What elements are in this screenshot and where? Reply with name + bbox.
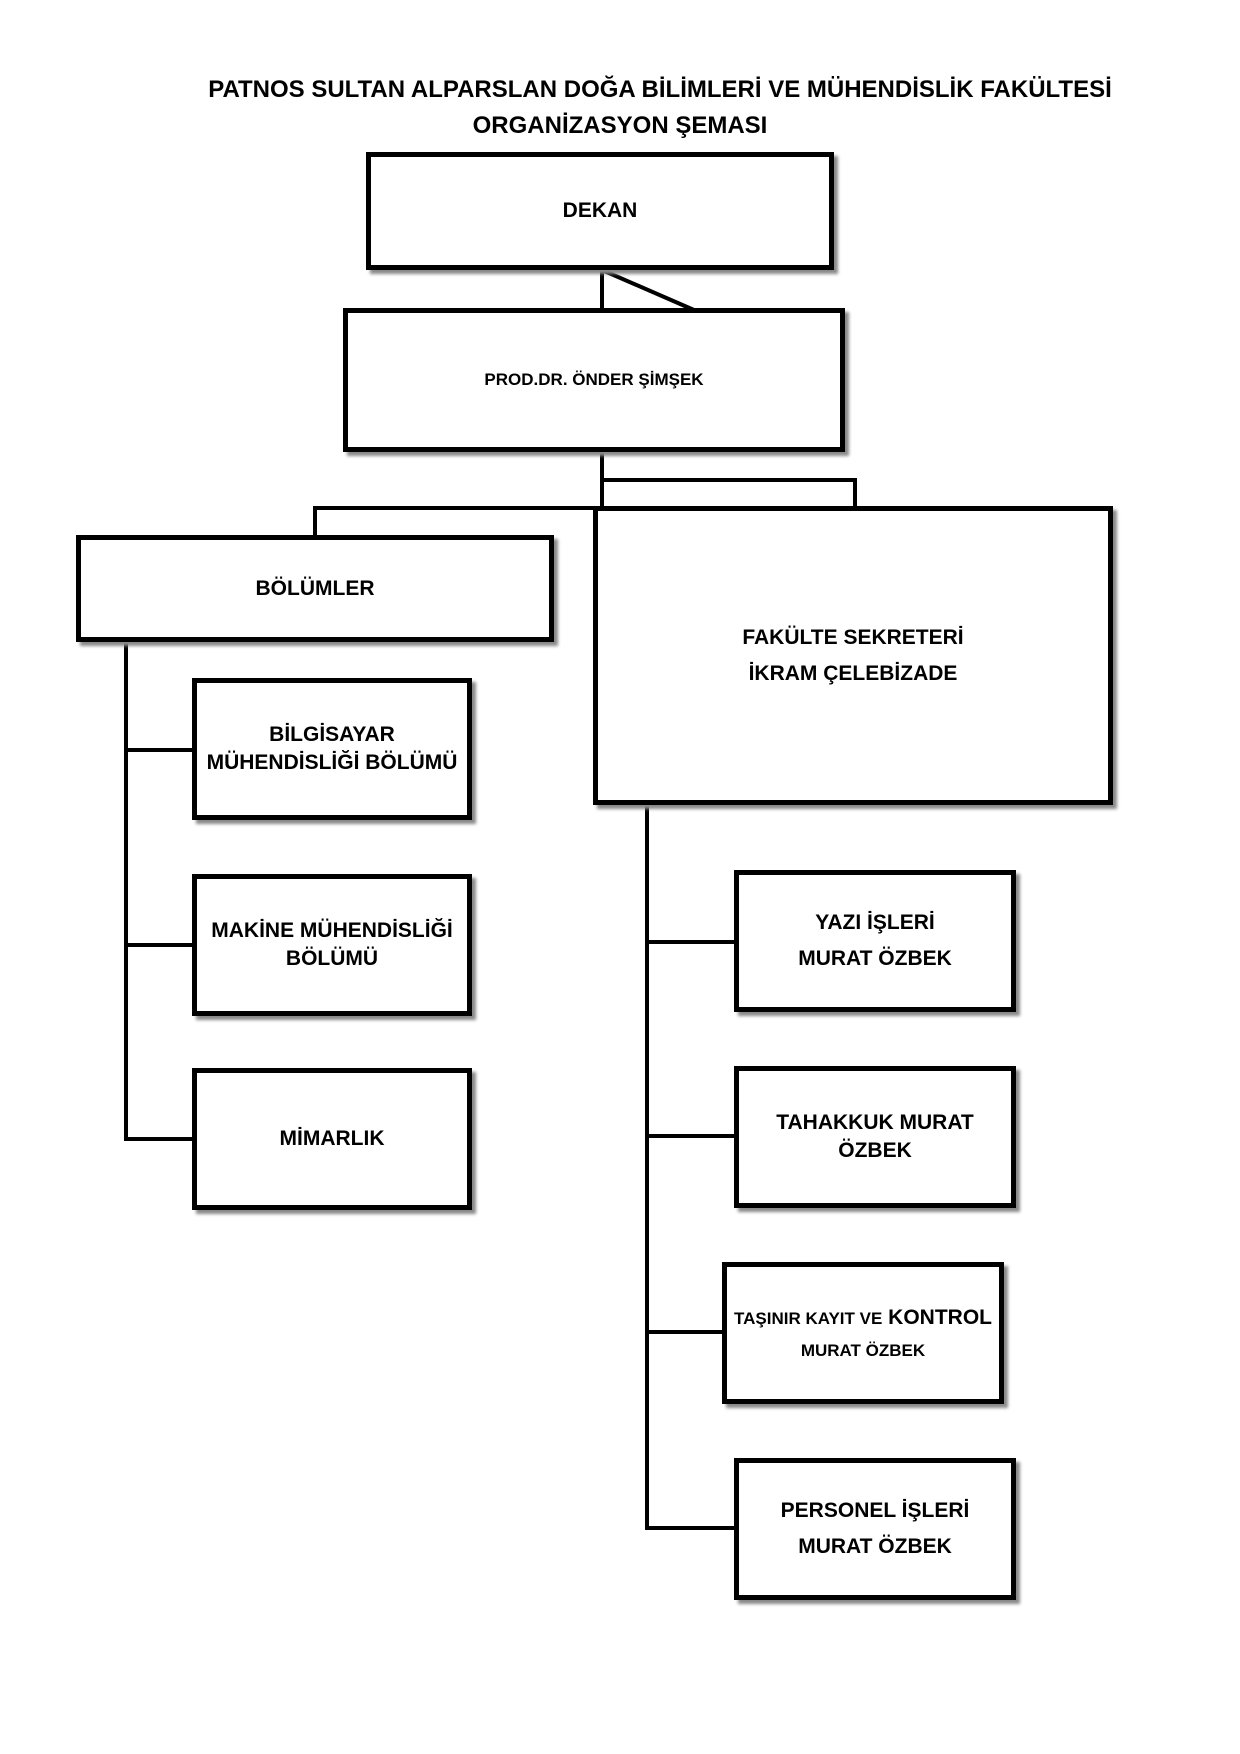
node-tasinir: TAŞINIR KAYIT VE KONTROL MURAT ÖZBEK bbox=[722, 1262, 1004, 1404]
connector-to-yazi bbox=[645, 940, 735, 944]
node-personel-line2: MURAT ÖZBEK bbox=[798, 1535, 952, 1558]
chart-title-line1: PATNOS SULTAN ALPARSLAN DOĞA BİLİMLERİ V… bbox=[208, 76, 1112, 103]
connector-to-bilgisayar bbox=[124, 748, 194, 752]
node-mimarlik-label: MİMARLIK bbox=[279, 1127, 385, 1150]
node-bolumler: BÖLÜMLER bbox=[76, 535, 554, 642]
node-makine: MAKİNE MÜHENDİSLİĞİ BÖLÜMÜ bbox=[192, 874, 472, 1016]
node-tahakkuk-line1: TAHAKKUK MURAT bbox=[776, 1111, 974, 1134]
connector-top-right bbox=[600, 478, 857, 482]
node-tasinir-line1-small: TAŞINIR KAYIT VE bbox=[734, 1308, 883, 1328]
connector-to-mimarlik bbox=[124, 1137, 194, 1141]
node-sekreter-line1: FAKÜLTE SEKRETERİ bbox=[742, 625, 964, 649]
node-tasinir-line1-large: KONTROL bbox=[888, 1305, 992, 1329]
node-sekreter-line2: İKRAM ÇELEBİZADE bbox=[748, 661, 958, 685]
node-bilgisayar-line1: BİLGİSAYAR bbox=[269, 723, 395, 746]
chart-title-line2: ORGANİZASYON ŞEMASI bbox=[472, 112, 768, 139]
connector-to-sekreter bbox=[853, 478, 857, 508]
node-tahakkuk: TAHAKKUK MURAT ÖZBEK bbox=[734, 1066, 1016, 1208]
node-makine-line1: MAKİNE MÜHENDİSLİĞİ bbox=[211, 919, 453, 942]
connector-bolumler-trunk bbox=[124, 640, 128, 1141]
connector-to-tasinir bbox=[645, 1330, 725, 1334]
node-tasinir-line1: TAŞINIR KAYIT VE KONTROL bbox=[734, 1301, 992, 1336]
node-personel-line1: PERSONEL İŞLERİ bbox=[780, 1499, 970, 1522]
connector-to-personel bbox=[645, 1526, 735, 1530]
node-bolumler-label: BÖLÜMLER bbox=[255, 576, 375, 600]
node-sekreter: FAKÜLTE SEKRETERİ İKRAM ÇELEBİZADE bbox=[593, 506, 1113, 805]
node-bilgisayar: BİLGİSAYAR MÜHENDİSLİĞİ BÖLÜMÜ bbox=[192, 678, 472, 820]
node-dekan-name-label: PROD.DR. ÖNDER ŞİMŞEK bbox=[484, 370, 704, 389]
connector-to-makine bbox=[124, 943, 194, 947]
connector-to-bolumler bbox=[313, 506, 317, 540]
node-tasinir-line2: MURAT ÖZBEK bbox=[800, 1340, 926, 1360]
connector-sekreter-trunk bbox=[645, 803, 649, 1530]
node-dekan-name: PROD.DR. ÖNDER ŞİMŞEK bbox=[343, 308, 845, 452]
node-yazi-line1: YAZI İŞLERİ bbox=[815, 911, 935, 934]
node-personel: PERSONEL İŞLERİ MURAT ÖZBEK bbox=[734, 1458, 1016, 1600]
connector-dekan-down bbox=[600, 268, 604, 310]
node-dekan: DEKAN bbox=[366, 152, 834, 270]
node-bilgisayar-line2: MÜHENDİSLİĞİ BÖLÜMÜ bbox=[206, 751, 458, 774]
node-mimarlik: MİMARLIK bbox=[192, 1068, 472, 1210]
node-yazi: YAZI İŞLERİ MURAT ÖZBEK bbox=[734, 870, 1016, 1012]
node-makine-line2: BÖLÜMÜ bbox=[285, 947, 379, 970]
connector-left-branch bbox=[313, 506, 604, 510]
node-dekan-label: DEKAN bbox=[562, 199, 638, 222]
node-yazi-line2: MURAT ÖZBEK bbox=[798, 947, 952, 970]
connector-to-tahakkuk bbox=[645, 1134, 735, 1138]
node-tahakkuk-line2: ÖZBEK bbox=[838, 1139, 912, 1162]
